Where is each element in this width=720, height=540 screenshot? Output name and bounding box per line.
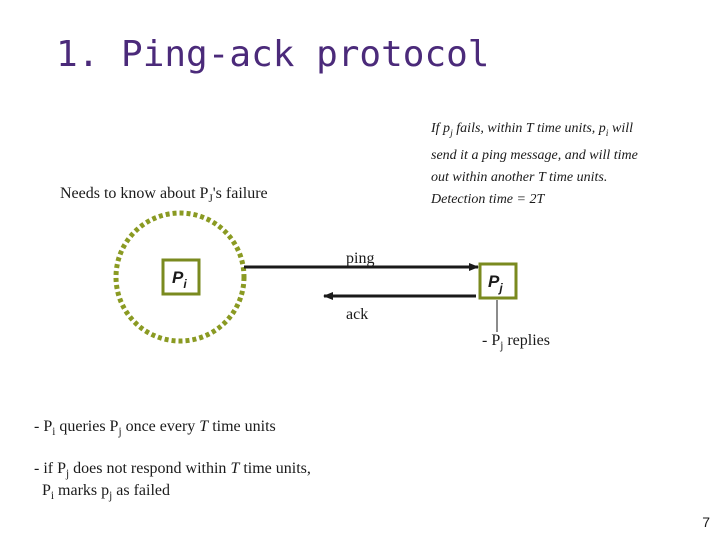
pi-node-label: Pi <box>172 268 187 291</box>
needs-prefix: Needs to know about P <box>60 185 209 202</box>
ack-label: ack <box>346 306 368 323</box>
needs-sub: J <box>208 193 213 206</box>
slide-title: 1. Ping-ack protocol <box>56 34 490 75</box>
b1-t: T <box>199 418 209 435</box>
b3-a: P <box>42 482 51 499</box>
detection-l1sub2: i <box>605 127 609 139</box>
detection-line-2: send it a ping message, and will time <box>431 147 638 163</box>
detection-l1b: fails, within T time units, p <box>452 121 606 136</box>
pj-node <box>478 262 518 300</box>
b3-s2: j <box>109 490 113 503</box>
b1-s1: i <box>52 426 56 439</box>
bullet-no-response: - if Pj does not respond within T time u… <box>34 458 311 485</box>
pi-node <box>161 258 201 296</box>
bullet-marks-failed: Pi marks pj as failed <box>42 480 170 507</box>
pj-node-label: Pj <box>488 272 503 295</box>
needs-suffix: 's failure <box>212 185 268 202</box>
b1-c: once every <box>121 418 200 435</box>
detection-note: If pj fails, within T time units, pi wil… <box>431 118 681 211</box>
b2-c: time units, <box>239 460 311 477</box>
ping-label: ping <box>346 250 374 267</box>
b3-s1: i <box>50 490 55 503</box>
pi-halo <box>113 210 247 344</box>
bullet-queries: - Pi queries Pj once every T time units <box>34 416 276 443</box>
b3-c: as failed <box>112 482 170 499</box>
detection-line-1: If pj fails, within T time units, pi wil… <box>431 118 681 145</box>
pj-replies-text: - Pj replies <box>482 332 550 352</box>
needs-to-know-text: Needs to know about PJ's failure <box>60 185 268 205</box>
b1-d: time units <box>208 418 276 435</box>
detection-l1a: If p <box>431 121 451 136</box>
b1-b: queries P <box>55 418 119 435</box>
b1-s2: j <box>118 426 122 439</box>
reply-a: - P <box>482 332 501 349</box>
b1-a: - P <box>34 418 53 435</box>
detection-line-4: Detection time = 2T <box>431 191 545 207</box>
reply-sub: j <box>500 340 504 353</box>
b2-b: does not respond within <box>69 460 231 477</box>
page-number: 7 <box>702 514 710 530</box>
b3-b: marks p <box>54 482 110 499</box>
detection-l1c: will <box>608 121 634 136</box>
b2-t: T <box>230 460 240 477</box>
detection-line-3: out within another T time units. <box>431 169 608 185</box>
reply-b: replies <box>503 332 550 349</box>
b2-a: - if P <box>34 460 66 477</box>
detection-l1sub: j <box>450 127 453 139</box>
b2-s1: j <box>66 468 70 481</box>
